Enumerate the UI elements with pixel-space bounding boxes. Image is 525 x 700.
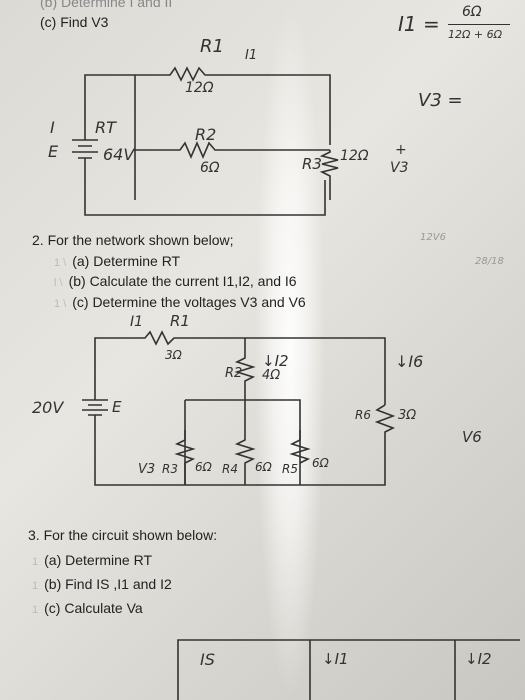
q2-item-b: l \(b) Calculate the current I1,I2, and …	[54, 273, 297, 289]
c2-r1-value: 3Ω	[165, 348, 182, 362]
q2-item-a: 1 \(a) Determine RT	[54, 253, 181, 269]
c2-source-value: 20V	[32, 398, 64, 417]
note-formula-denominator: 12Ω + 6Ω	[448, 28, 503, 41]
note-i1-formula: I1 =	[398, 12, 440, 36]
c3-i2-label: ↓I2	[465, 650, 492, 668]
c2-r5-label: R5	[282, 462, 298, 476]
c1-r3-value: 12Ω	[340, 148, 369, 164]
c2-r2-label: R2	[225, 366, 243, 381]
c1-source-value: 64V	[103, 145, 135, 164]
c1-r2-value: 6Ω	[200, 160, 220, 176]
note-faint-2: 28/18	[475, 256, 504, 267]
q3-item-a: 1(a) Determine RT	[32, 552, 153, 568]
note-formula-numerator: 6Ω	[462, 4, 482, 20]
c1-r1-value: 12Ω	[185, 80, 214, 96]
q3-title: 3. For the circuit shown below:	[28, 527, 218, 543]
c1-r1-label: R1	[200, 36, 224, 57]
c2-e-label: E	[112, 398, 122, 416]
c2-r2-value: 4Ω	[262, 368, 281, 383]
note-fraction-bar	[448, 24, 510, 25]
c3-i1-label: ↓I1	[322, 650, 349, 668]
c1-e-label: E	[48, 142, 59, 161]
c2-r6-label: R6	[355, 408, 371, 422]
note-v3-eq: V3 =	[418, 90, 463, 111]
c2-r4-label: R4	[222, 462, 238, 476]
cut-off-heading: (b) Determine I and II	[40, 0, 173, 10]
c2-i1-label: I1	[130, 314, 144, 330]
c2-r3-value: 6Ω	[195, 460, 212, 474]
q3-item-c: 1(c) Calculate Va	[32, 600, 143, 616]
c1-plus: +	[395, 142, 407, 158]
c2-r3-label: R3	[162, 462, 178, 476]
note-faint-1: 12V6	[420, 232, 446, 243]
q2-item-c: 1 \(c) Determine the voltages V3 and V6	[54, 294, 306, 310]
c2-r5-value: 6Ω	[312, 456, 329, 470]
c1-v3-label: V3	[390, 160, 409, 176]
part-c-find-v3: (c) Find V3	[40, 14, 109, 30]
c1-i-label: I	[50, 118, 55, 137]
q2-title: 2. For the network shown below;	[32, 232, 234, 248]
q3-item-b: 1(b) Find IS ,I1 and I2	[32, 576, 172, 592]
c1-r2-label: R2	[195, 125, 217, 144]
c2-v6-label: V6	[462, 428, 482, 446]
c1-r3-label: R3	[302, 155, 322, 173]
c2-r6-value: 3Ω	[398, 408, 417, 423]
c2-i2-label: ↓I2	[262, 352, 289, 370]
c2-i6-label: ↓I6	[395, 352, 424, 371]
c1-i1-label: I1	[245, 48, 258, 63]
c2-r1-label: R1	[170, 312, 190, 330]
c1-rt-label: RT	[95, 118, 116, 137]
c2-v3-label: V3	[138, 462, 156, 477]
c2-r4-value: 6Ω	[255, 460, 272, 474]
c3-is-label: IS	[200, 650, 215, 669]
